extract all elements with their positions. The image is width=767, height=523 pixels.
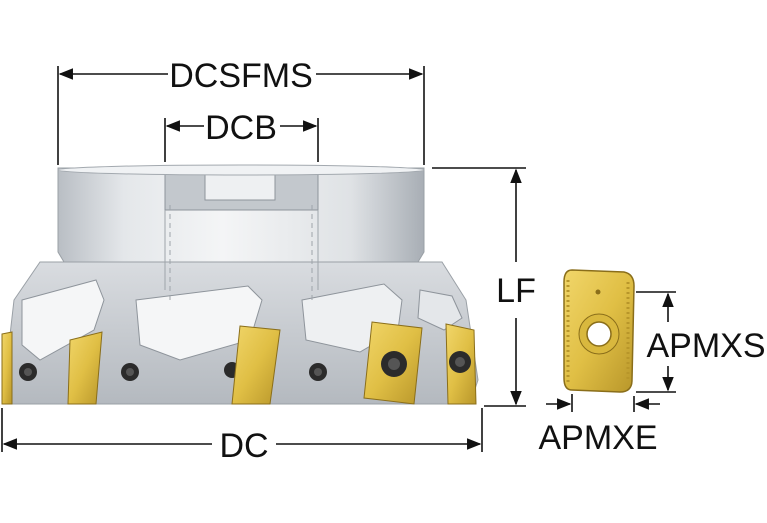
lf-label: LF: [496, 272, 536, 310]
insert-1: [1, 331, 103, 405]
insert-4: [445, 323, 477, 405]
apmx-insert: [563, 269, 635, 393]
dcb-label: DCB: [205, 109, 277, 147]
dc-label: DC: [219, 427, 268, 465]
dcsfms-label: DCSFMS: [169, 57, 313, 95]
apmxe-label: APMXE: [538, 419, 657, 457]
dimension-lines: [1, 66, 676, 452]
apmxs-label: APMXS: [646, 327, 765, 365]
insert-3: [309, 321, 423, 405]
insert-2: [121, 325, 281, 405]
